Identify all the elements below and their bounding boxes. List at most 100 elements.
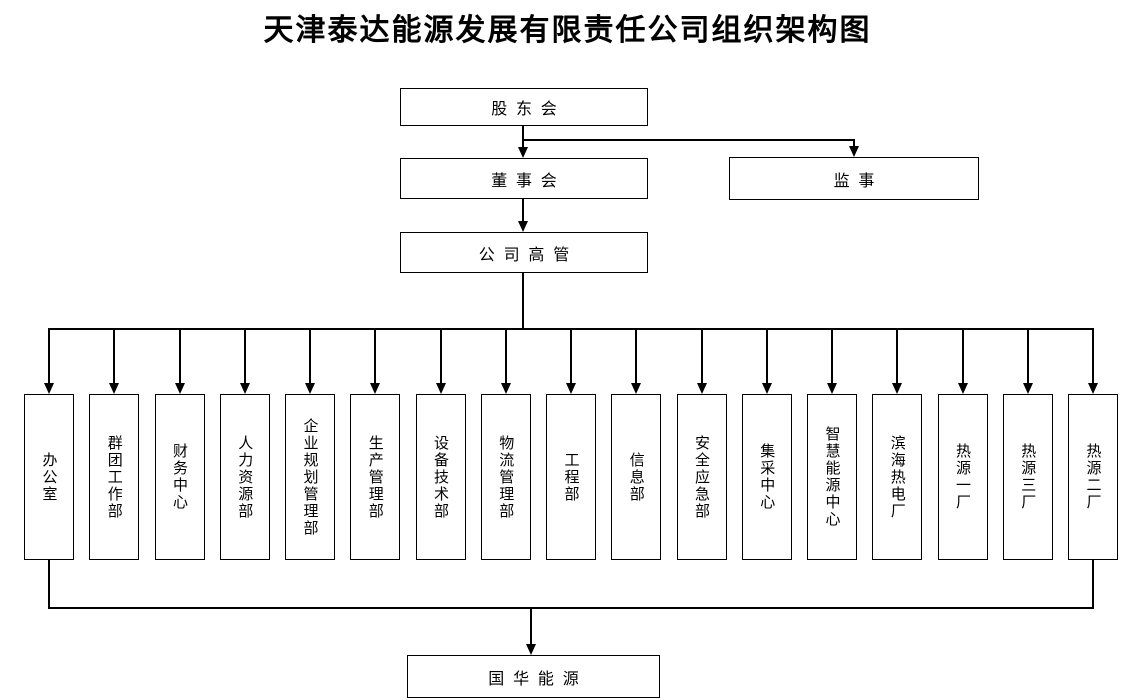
department-column: 办公室 (24, 330, 74, 560)
department-label: 热源二厂 (1084, 443, 1103, 511)
connector-stub (374, 330, 377, 383)
department-box: 企业规划管理部 (285, 394, 335, 560)
department-box: 热源一厂 (937, 394, 988, 560)
node-guohua-energy: 国华能源 (407, 655, 660, 698)
department-label: 设备技术部 (432, 434, 450, 520)
arrow-down-icon (305, 383, 315, 394)
connector-to-supervisor (853, 139, 855, 148)
node-board: 董事会 (400, 158, 648, 199)
arrow-down-icon (370, 383, 381, 394)
connector-to-executives (522, 199, 524, 223)
department-column: 设备技术部 (415, 330, 466, 560)
department-column: 生产管理部 (350, 330, 401, 560)
department-label: 物流管理部 (497, 434, 516, 520)
department-box: 热源三厂 (1002, 394, 1053, 560)
arrow-down-icon (109, 383, 120, 394)
connector-stub (178, 330, 181, 383)
departments-row: 办公室 群团工作部 财务中心 (24, 330, 1118, 560)
connector-to-bottom-node (530, 607, 532, 646)
arrow-down-icon (435, 383, 446, 394)
department-box: 集采中心 (741, 394, 792, 560)
department-label: 工程部 (562, 451, 581, 503)
arrow-down-icon (761, 383, 772, 394)
department-label: 企业规划管理部 (301, 417, 320, 537)
node-executives: 公司高管 (400, 232, 648, 273)
node-supervisor: 监事 (729, 157, 979, 200)
connector-rail-top (48, 328, 1094, 330)
department-label: 生产管理部 (366, 434, 385, 520)
arrow-down-icon (1088, 383, 1098, 394)
node-shareholders: 股东会 (400, 88, 648, 126)
arrow-down-icon (827, 383, 837, 394)
node-board-label: 董事会 (491, 170, 566, 190)
department-label: 安全应急部 (693, 434, 711, 520)
department-label: 财务中心 (171, 443, 189, 511)
department-column: 热源一厂 (937, 330, 988, 560)
department-label: 智慧能源中心 (823, 426, 842, 528)
department-column: 热源二厂 (1068, 330, 1118, 560)
department-box: 智慧能源中心 (807, 394, 857, 560)
arrow-down-icon (849, 146, 859, 157)
node-shareholders-label: 股东会 (491, 99, 566, 118)
connector-to-board (522, 139, 524, 149)
department-box: 群团工作部 (89, 394, 140, 560)
department-label: 信息部 (627, 451, 646, 503)
arrow-down-icon (957, 383, 968, 394)
department-label: 热源三厂 (1019, 443, 1038, 511)
connector-stub (504, 330, 507, 383)
department-box: 滨海热电厂 (872, 394, 923, 560)
department-column: 智慧能源中心 (807, 330, 857, 560)
department-column: 人力资源部 (219, 330, 270, 560)
department-column: 安全应急部 (676, 330, 727, 560)
connector-stub (48, 330, 50, 383)
arrow-down-icon (1022, 383, 1033, 394)
department-column: 工程部 (546, 330, 596, 560)
connector-stub (635, 330, 638, 383)
page-title: 天津泰达能源发展有限责任公司组织架构图 (263, 13, 872, 48)
node-supervisor-label: 监事 (833, 170, 884, 190)
department-column: 信息部 (611, 330, 662, 560)
department-box: 办公室 (24, 394, 74, 560)
department-column: 企业规划管理部 (285, 330, 335, 560)
connector-branch-horizontal (522, 139, 855, 141)
department-label: 群团工作部 (105, 434, 124, 520)
arrow-down-icon (500, 383, 511, 394)
department-box: 人力资源部 (219, 394, 270, 560)
connector-rail-bottom (48, 607, 1094, 609)
connector-stub (831, 330, 833, 383)
department-label: 热源一厂 (954, 443, 972, 511)
arrow-down-icon (892, 383, 903, 394)
department-box: 设备技术部 (415, 394, 466, 560)
department-box: 物流管理部 (480, 394, 531, 560)
connector-stub (896, 330, 899, 383)
connector-stub (1092, 330, 1094, 383)
arrow-down-icon (566, 383, 576, 394)
department-column: 财务中心 (154, 330, 205, 560)
arrow-down-icon (44, 383, 54, 394)
connector-stub (961, 330, 964, 383)
department-label: 人力资源部 (236, 434, 255, 520)
department-label: 滨海热电厂 (888, 434, 907, 520)
node-executives-label: 公司高管 (478, 244, 578, 264)
connector-stub (243, 330, 246, 383)
department-box: 生产管理部 (350, 394, 401, 560)
department-box: 财务中心 (154, 394, 205, 560)
department-box: 工程部 (546, 394, 596, 560)
connector-stub (113, 330, 116, 383)
connector-stub (570, 330, 572, 383)
arrow-down-icon (696, 383, 707, 394)
connector-stub (1026, 330, 1029, 383)
arrow-down-icon (526, 644, 536, 655)
arrow-down-icon (174, 383, 185, 394)
department-box: 热源二厂 (1068, 394, 1118, 560)
connector-bottom-left-stub (48, 560, 50, 609)
arrow-down-icon (631, 383, 642, 394)
department-box: 安全应急部 (676, 394, 727, 560)
department-column: 滨海热电厂 (872, 330, 923, 560)
department-label: 办公室 (40, 451, 59, 503)
department-column: 物流管理部 (480, 330, 531, 560)
department-label: 集采中心 (758, 443, 777, 511)
connector-stub (439, 330, 442, 383)
connector-executives-down (522, 273, 524, 330)
